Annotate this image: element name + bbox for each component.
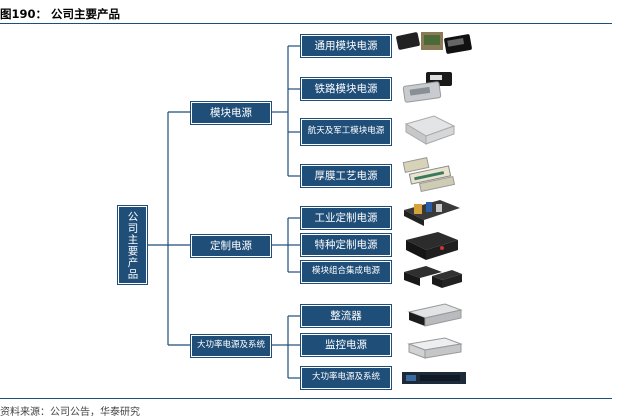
product-photo-icon [402, 372, 466, 384]
source-note: 资料来源：公司公告，华泰研究 [0, 407, 140, 418]
item-rectifier: 整流器 [300, 304, 392, 328]
product-photo-icon [404, 115, 456, 145]
item-aerospace-military-module-power: 航天及军工模块电源 [300, 118, 392, 146]
product-photo-icon [407, 303, 463, 327]
item-thick-film-power: 厚膜工艺电源 [300, 164, 392, 188]
figure-title: 图190： 公司主要产品 [0, 7, 121, 21]
group-custom-power: 定制电源 [190, 234, 272, 258]
item-high-power-system: 大功率电源及系统 [300, 366, 392, 390]
product-photo-icon [404, 266, 462, 288]
root-node: 公司主要产品 [117, 205, 148, 285]
product-photo-icon [406, 232, 458, 260]
item-industrial-custom-power: 工业定制电源 [300, 206, 392, 230]
item-monitoring-power: 监控电源 [300, 333, 392, 357]
product-photo-icon [402, 72, 452, 103]
bottom-rule [0, 398, 612, 399]
product-photo-icon [396, 32, 472, 54]
group-module-power: 模块电源 [190, 101, 272, 125]
product-photo-icon [407, 337, 463, 359]
top-rule [0, 23, 612, 24]
item-module-integrated-power: 模块组合集成电源 [300, 260, 392, 284]
group-high-power-system: 大功率电源及系统 [190, 334, 272, 358]
item-railway-module-power: 铁路模块电源 [300, 77, 392, 101]
product-photo-icon [404, 200, 460, 226]
product-photo-icon [402, 157, 456, 192]
item-general-module-power: 通用模块电源 [300, 34, 392, 58]
item-special-custom-power: 特种定制电源 [300, 233, 392, 257]
